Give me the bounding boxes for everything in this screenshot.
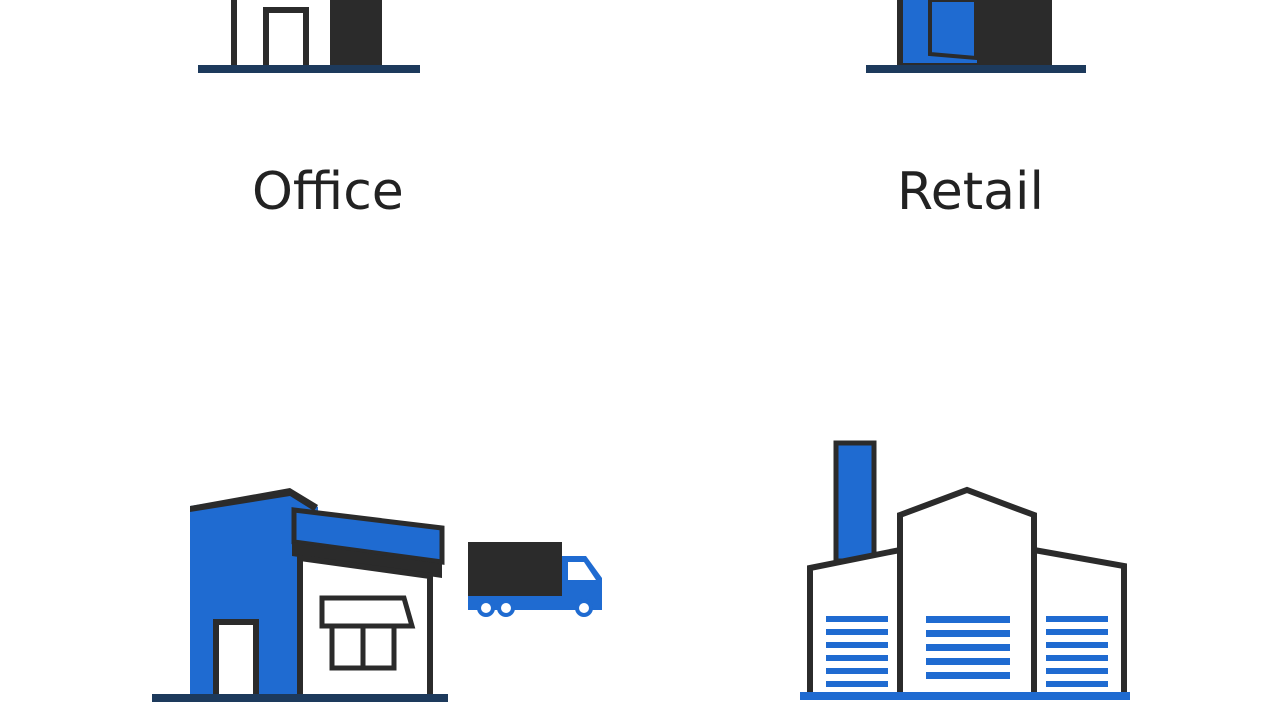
office-building-icon [198, 0, 420, 73]
retail-store-icon [866, 0, 1086, 73]
warehouse-with-truck-icon [152, 488, 602, 702]
retail-label: Retail [897, 162, 1044, 222]
office-label: Office [252, 162, 404, 222]
factory-icon [800, 440, 1130, 700]
delivery-truck-icon [468, 542, 602, 617]
